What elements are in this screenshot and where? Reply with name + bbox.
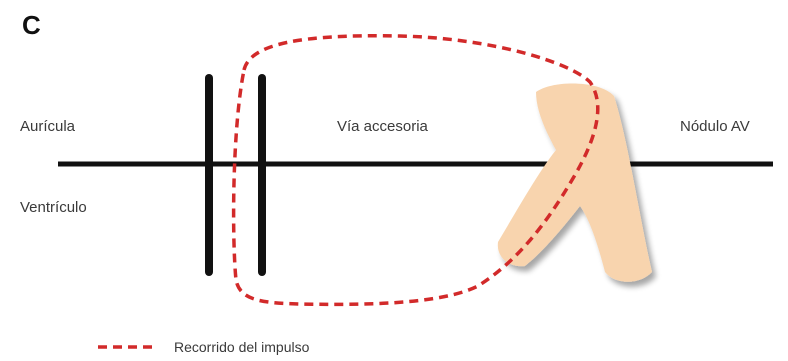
- impulse-path: [231, 34, 600, 307]
- atrium-label: Aurícula: [20, 118, 76, 135]
- legend-impulse-label: Recorrido del impulso: [174, 339, 310, 355]
- av-node-label: Nódulo AV: [680, 118, 750, 135]
- accessory-pathway-label: Vía accesoria: [337, 118, 429, 135]
- panel-letter: C: [22, 10, 41, 40]
- ventricle-label: Ventrículo: [20, 199, 87, 216]
